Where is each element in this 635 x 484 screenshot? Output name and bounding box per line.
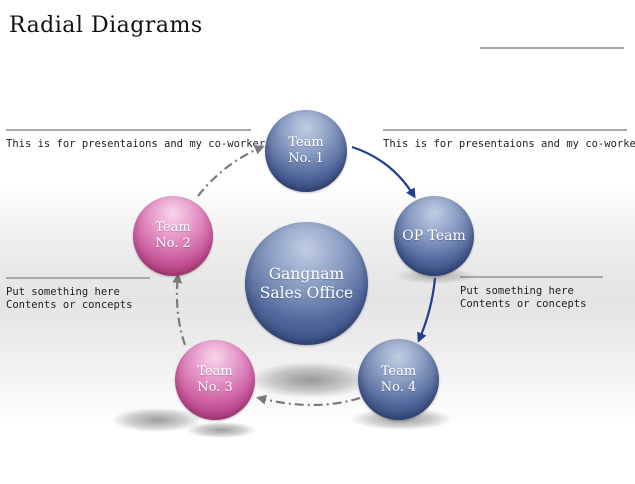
center-shadow (250, 362, 370, 398)
team3-shadow (112, 408, 202, 432)
note-mid-right: Put something here Contents or concepts (460, 285, 587, 310)
divider-mid-right (460, 276, 603, 278)
node-op-team-label: OP Team (402, 227, 466, 244)
arrow-op-to-team4 (417, 277, 437, 343)
node-team-3: Team No. 3 (175, 340, 255, 420)
note-top-left: This is for presentaions and my co-worke… (6, 138, 272, 150)
node-center-label: Gangnam Sales Office (259, 264, 354, 302)
title-underline (480, 47, 624, 49)
note-top-right: This is for presentaions and my co-worke… (383, 138, 635, 150)
page-title: Radial Diagrams (9, 13, 203, 38)
divider-top-left (6, 129, 251, 131)
divider-top-right (383, 129, 627, 131)
note-mid-left: Put something here Contents or concepts (6, 286, 133, 311)
team3-shadow-secondary (186, 422, 256, 438)
arrow-team4-to-team3 (256, 394, 361, 407)
arrow-team2-to-team1 (197, 145, 265, 197)
divider-mid-left (6, 277, 150, 279)
node-team-2: Team No. 2 (133, 196, 213, 276)
node-center-gangnam-sales-office: Gangnam Sales Office (245, 222, 368, 345)
node-op-team: OP Team (394, 196, 474, 276)
node-team-1: Team No. 1 (265, 110, 347, 192)
arrow-team1-to-op (351, 145, 416, 199)
node-team-4: Team No. 4 (358, 339, 439, 420)
node-team-3-label: Team No. 3 (197, 364, 233, 395)
node-team-1-label: Team No. 1 (288, 135, 324, 166)
arrow-team3-to-team2 (172, 273, 187, 346)
node-team-2-label: Team No. 2 (155, 220, 191, 251)
node-team-4-label: Team No. 4 (380, 363, 417, 395)
